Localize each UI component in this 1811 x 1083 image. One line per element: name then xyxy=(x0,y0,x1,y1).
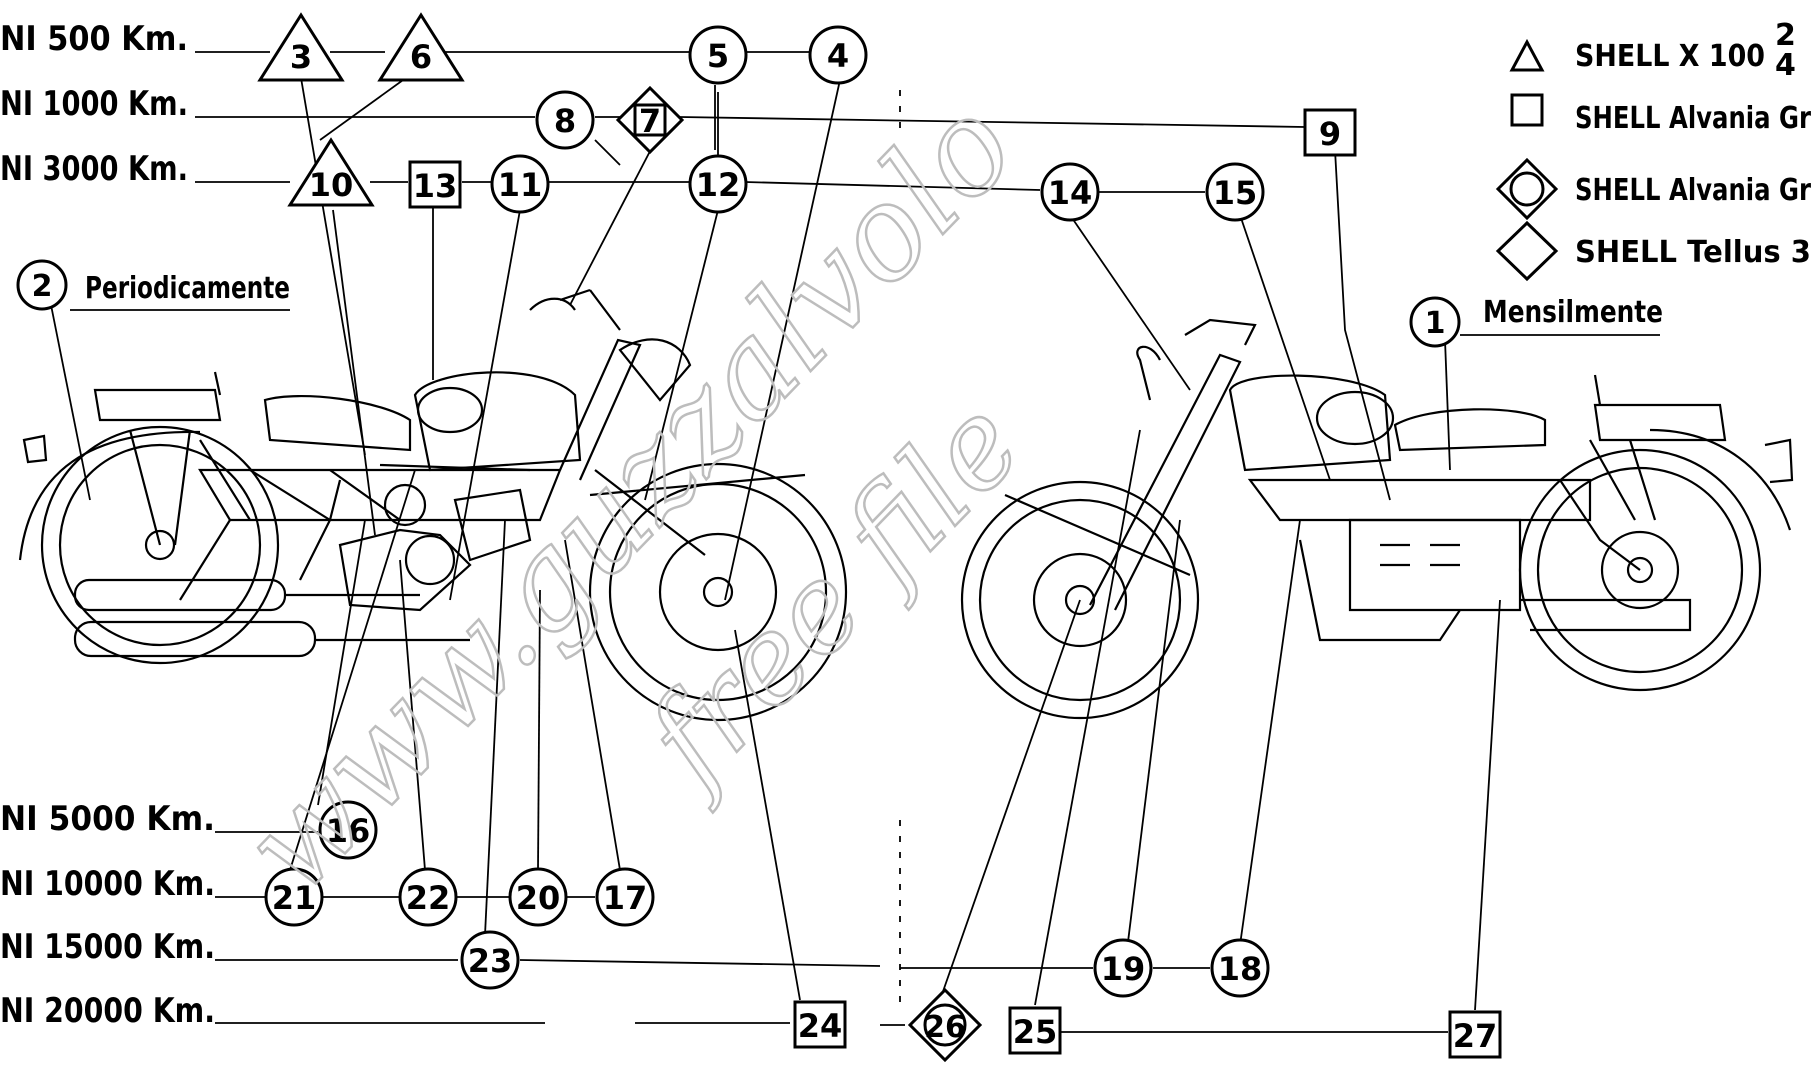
marker-25-square xyxy=(1008,1006,1062,1055)
marker-14-circle xyxy=(1040,162,1100,222)
marker-7-square xyxy=(633,103,667,137)
marker-3: 3 xyxy=(290,38,312,76)
interval-10000km: NI 10000 Km. xyxy=(0,864,215,904)
marker-10-triangle xyxy=(287,137,375,207)
marker-5: 5 xyxy=(707,37,729,75)
marker-24-square xyxy=(793,1000,847,1049)
marker-8-circle xyxy=(535,90,595,150)
marker-21: 21 xyxy=(272,879,317,917)
marker-15-circle xyxy=(1205,162,1265,222)
marker-15: 15 xyxy=(1213,174,1258,212)
marker-10: 10 xyxy=(309,166,354,204)
marker-16: 16 xyxy=(326,812,371,850)
interval-5000km: NI 5000 Km. xyxy=(0,799,215,839)
interval-500km: NI 500 Km. xyxy=(0,19,188,59)
marker-2-label: 2 xyxy=(32,269,53,304)
marker-6: 6 xyxy=(410,38,432,76)
legend-label-3: SHELL Tellus 3 xyxy=(1575,235,1811,270)
marker-23: 23 xyxy=(468,942,513,980)
marker-12: 12 xyxy=(696,166,741,204)
marker-21-circle xyxy=(264,867,324,927)
marker-7: 7 xyxy=(639,102,661,140)
marker-20: 20 xyxy=(516,879,561,917)
legend-suffix-bottom: 4 xyxy=(1775,48,1796,83)
marker-17-circle xyxy=(595,867,655,927)
marker-8: 8 xyxy=(554,102,576,140)
leader-lines xyxy=(49,71,1501,1011)
legend: SHELL X 100 2 4 SHELL Alvania Gr SHELL A… xyxy=(1495,18,1811,282)
marker-18-circle xyxy=(1210,938,1270,998)
interval-15000km: NI 15000 Km. xyxy=(0,927,215,967)
marker-1-circle xyxy=(1409,296,1461,348)
marker-9: 9 xyxy=(1319,115,1341,153)
motorcycle-right-view xyxy=(960,318,1794,720)
marker-19-circle xyxy=(1093,938,1153,998)
marker-11-circle xyxy=(490,154,550,214)
monthly-label: Mensilmente xyxy=(1483,295,1663,330)
marker-12-circle xyxy=(688,154,748,214)
marker-3-triangle xyxy=(257,12,345,82)
lubrication-markers: 3 6 5 4 8 7 9 10 13 11 12 14 15 16 21 22… xyxy=(257,12,1502,1063)
marker-19: 19 xyxy=(1101,950,1146,988)
marker-4: 4 xyxy=(827,37,849,75)
interval-20000km: NI 20000 Km. xyxy=(0,991,215,1031)
marker-13-square xyxy=(408,160,462,209)
marker-20-circle xyxy=(508,867,568,927)
marker-6-triangle xyxy=(377,12,465,82)
marker-26-circle xyxy=(923,1003,967,1047)
interval-labels: NI 500 Km. NI 1000 Km. NI 3000 Km. NI 50… xyxy=(0,19,215,1031)
legend-label-1: SHELL Alvania Gr xyxy=(1575,101,1811,136)
marker-27-square xyxy=(1448,1010,1502,1059)
periodic-label: Periodicamente xyxy=(85,271,290,306)
marker-2-circle xyxy=(16,259,68,311)
connector-lines xyxy=(70,51,1660,1033)
marker-17: 17 xyxy=(603,879,648,917)
periodic-note: 2 Periodicamente xyxy=(16,259,290,311)
marker-16-circle xyxy=(318,800,378,860)
marker-5-circle xyxy=(688,25,748,85)
monthly-note: 1 Mensilmente xyxy=(1409,295,1663,348)
legend-triangle-icon xyxy=(1509,38,1545,72)
marker-18: 18 xyxy=(1218,950,1263,988)
interval-1000km: NI 1000 Km. xyxy=(0,84,188,124)
legend-label-0: SHELL X 100 xyxy=(1575,39,1765,74)
marker-4-circle xyxy=(808,25,868,85)
legend-square-icon xyxy=(1510,93,1544,127)
marker-9-square xyxy=(1303,108,1357,157)
marker-13: 13 xyxy=(413,167,458,205)
legend-diamond-circle-icon xyxy=(1495,157,1559,221)
marker-22-circle xyxy=(398,867,458,927)
legend-label-2: SHELL Alvania Gr xyxy=(1575,173,1811,208)
marker-26: 26 xyxy=(924,1010,966,1045)
marker-14: 14 xyxy=(1048,174,1093,212)
marker-23-circle xyxy=(460,930,520,990)
interval-3000km: NI 3000 Km. xyxy=(0,149,188,189)
marker-1-label: 1 xyxy=(1425,306,1446,341)
legend-diamond-icon xyxy=(1495,220,1559,282)
marker-25: 25 xyxy=(1013,1013,1058,1051)
legend-suffix-top: 2 xyxy=(1775,18,1796,53)
marker-11: 11 xyxy=(498,166,543,204)
marker-27: 27 xyxy=(1453,1017,1498,1055)
marker-22: 22 xyxy=(406,879,451,917)
marker-24: 24 xyxy=(798,1007,843,1045)
